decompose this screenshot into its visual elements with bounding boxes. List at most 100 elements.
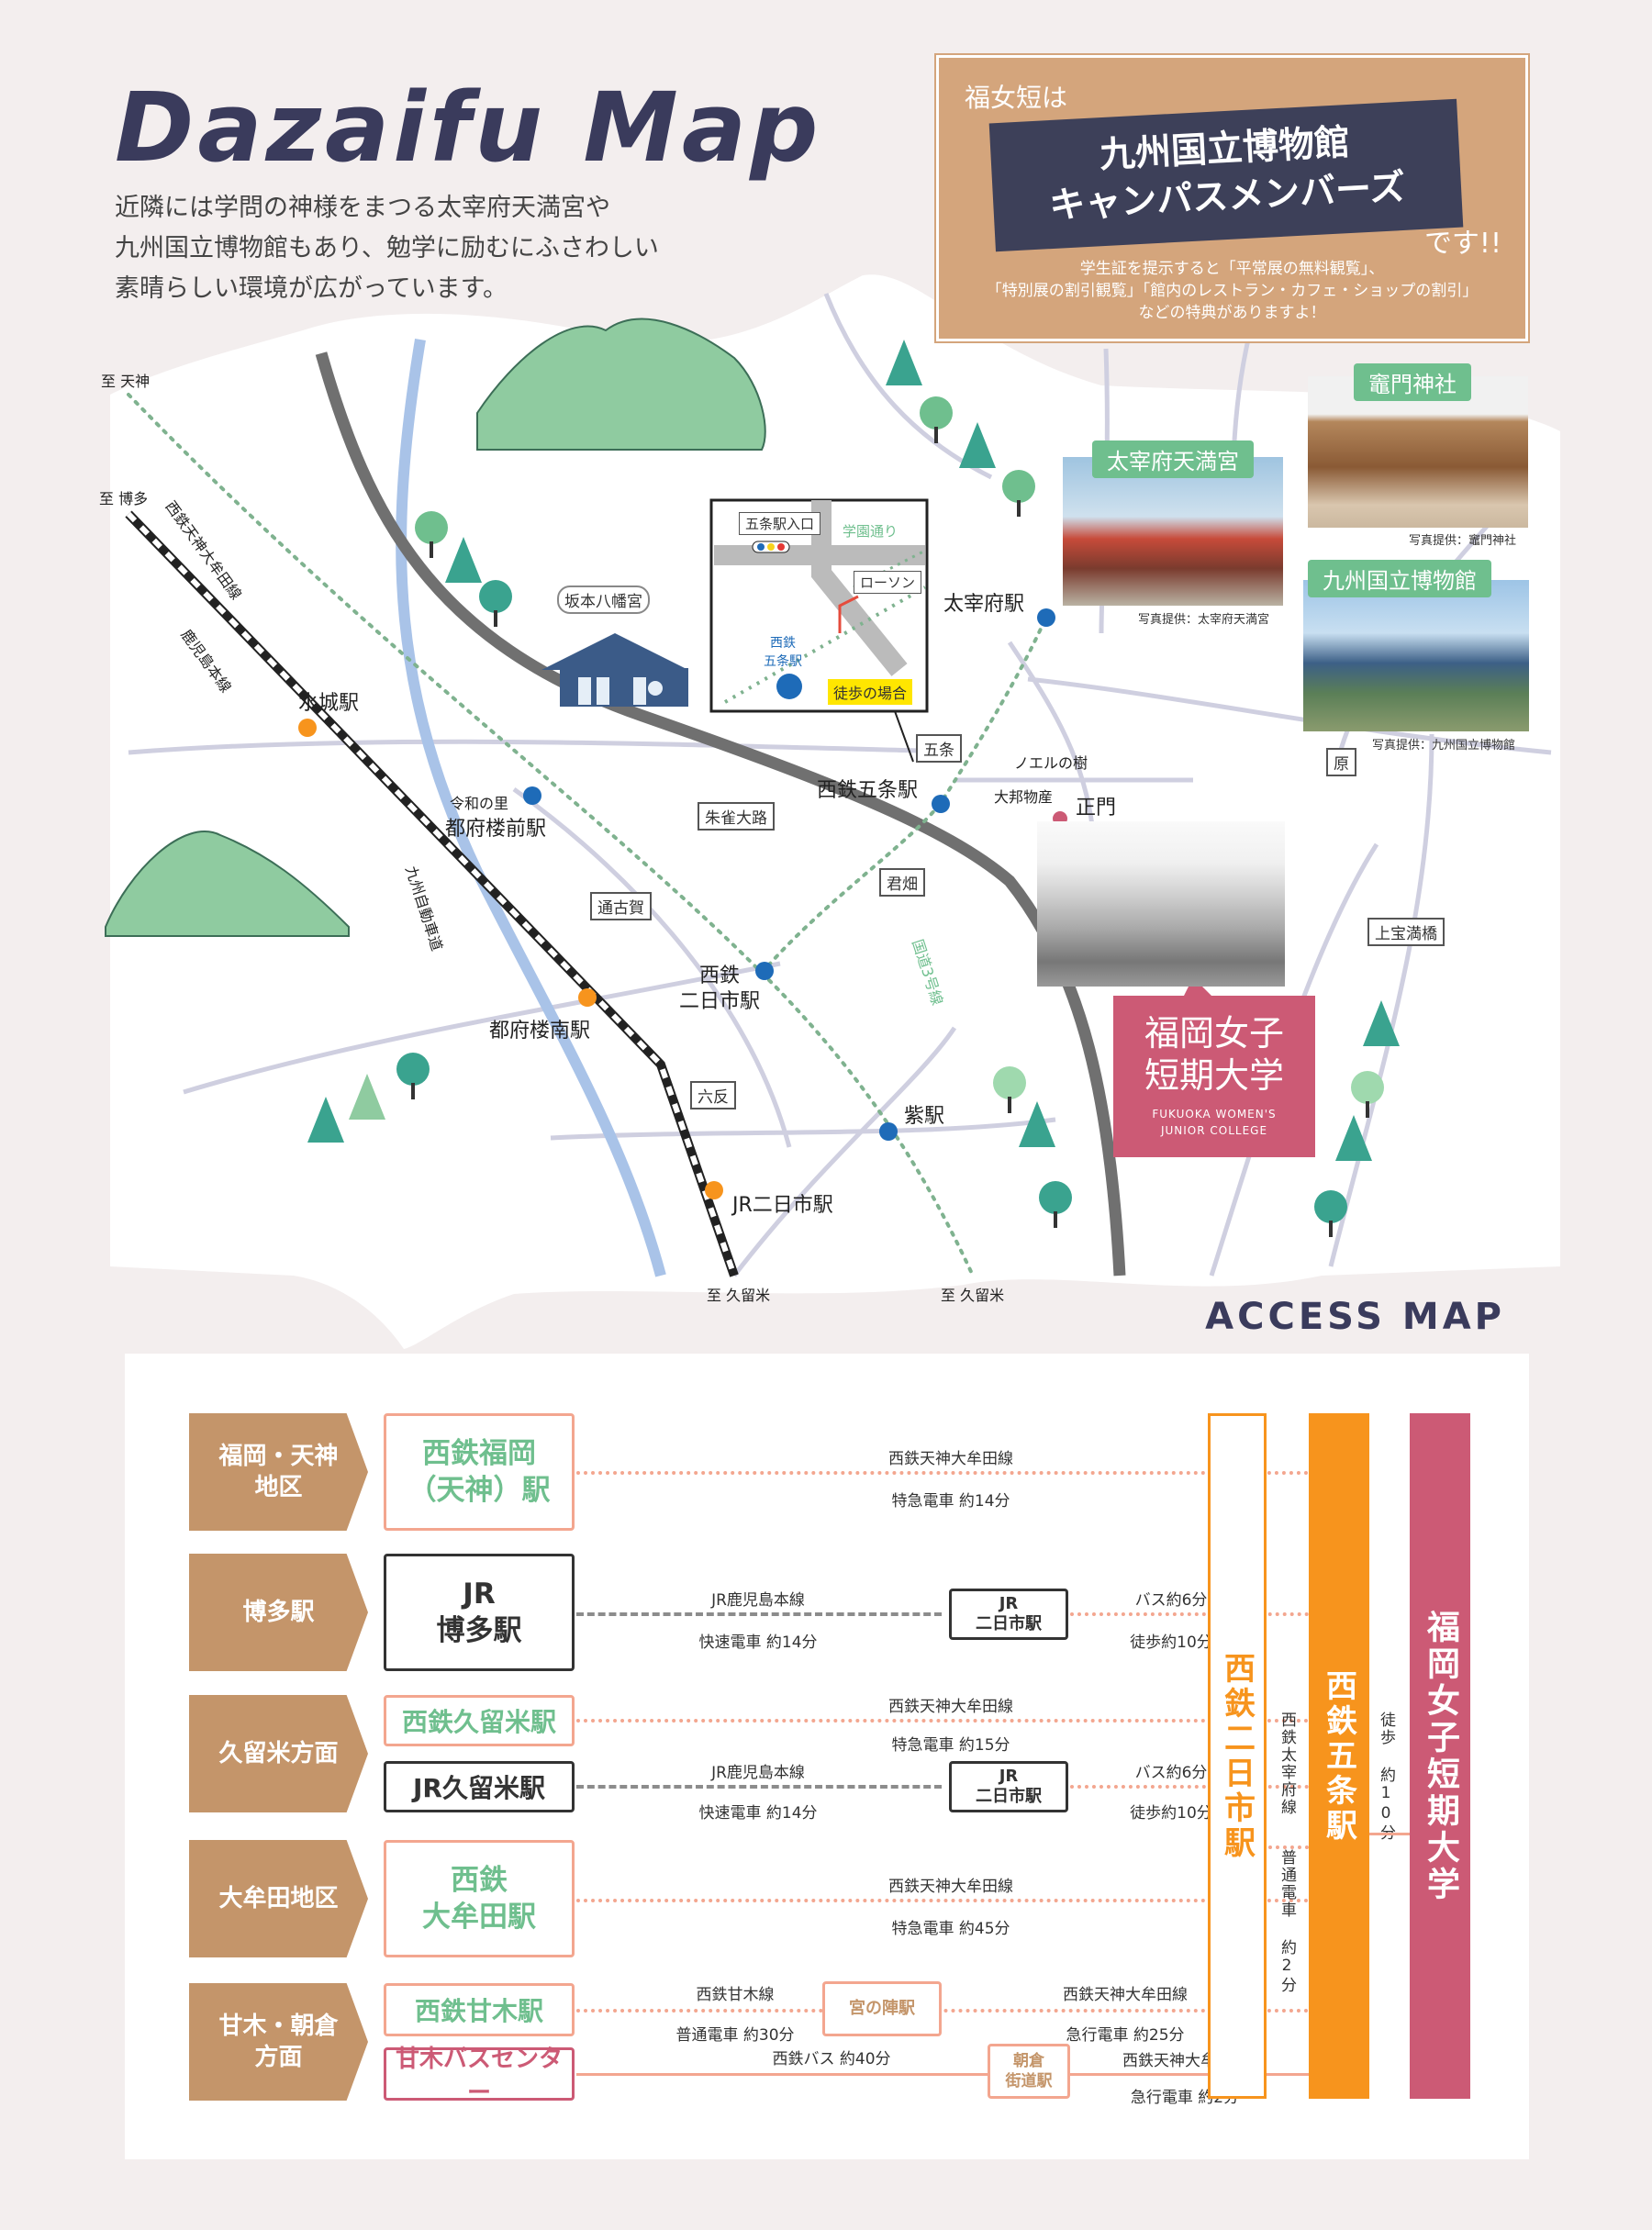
road-suzaku: 朱雀大路	[698, 802, 775, 831]
photo-tenmangu	[1063, 457, 1283, 606]
place-main-gate: 正門	[1076, 797, 1117, 820]
origin-nishitetsu-kurume: 西鉄久留米駅	[384, 1695, 575, 1746]
station-nishitetsu-futsukaichi: 西鉄 二日市駅	[679, 964, 761, 1013]
route-line-name: JR鹿児島本線	[711, 1764, 805, 1782]
direction-tenjin: 至 天神	[101, 373, 151, 390]
region-hakata: 博多駅	[189, 1554, 368, 1671]
station-mizuki: 水城駅	[298, 692, 360, 715]
photo-label-museum: 九州国立博物館	[1308, 560, 1491, 597]
route-line-name: JR鹿児島本線	[711, 1591, 805, 1610]
route-line-name: 西鉄天神大牟田線	[888, 1698, 1013, 1716]
route-time: 快速電車 約14分	[698, 1633, 818, 1652]
dest-gojo-label: 西鉄五条駅	[1320, 1668, 1357, 1844]
campus-title-band: 九州国立博物館 キャンパスメンバーズ	[988, 98, 1464, 252]
station-tofuro-minami: 都府楼南駅	[489, 1020, 591, 1043]
road-kamihoman: 上宝満橋	[1367, 918, 1445, 946]
route-line-name: 西鉄天神大牟田線	[888, 1878, 1013, 1896]
station-tofuro-mae: 都府楼前駅	[445, 818, 547, 841]
dest-nishitetsu-gojo: 西鉄五条駅	[1309, 1413, 1369, 2099]
route-line-name: 西鉄天神大牟田線	[1063, 1986, 1188, 2004]
origin-jr-hakata: JR 博多駅	[384, 1554, 575, 1671]
route-bus-time: バス約6分	[1134, 1591, 1208, 1610]
transfer-time: 普通電車 約2分	[1278, 1849, 1296, 1994]
dest-college: 福岡女子短期大学	[1410, 1413, 1470, 2099]
inset-entrance: 五条駅入口	[739, 512, 821, 535]
campus-suffix: です!!	[1423, 228, 1501, 260]
college-name-en: FUKUOKA WOMEN'S JUNIOR COLLEGE	[1113, 1106, 1315, 1139]
route-time: 急行電車 約25分	[1066, 2026, 1185, 2045]
campus-note-line: 学生証を提示すると「平常展の無料観覧」、	[1079, 260, 1385, 278]
campus-prefix: 福女短は	[965, 83, 1068, 113]
origin-jr-kurume: JR久留米駅	[384, 1761, 575, 1812]
region-amagi-asakura: 甘木・朝倉 方面	[189, 1983, 368, 2101]
photo-college-building	[1037, 821, 1285, 987]
place-noel: ノエルの樹	[1014, 754, 1088, 772]
college-name-line: 福岡女子	[1144, 1013, 1284, 1054]
walk-time: 徒歩 約10分	[1377, 1712, 1395, 1842]
access-panel: 福岡・天神 地区 西鉄福岡 （天神）駅 西鉄天神大牟田線 特急電車 約14分 博…	[125, 1354, 1529, 2159]
campus-note-line: などの特典がありますよ！	[1138, 304, 1326, 322]
station-murasaki: 紫駅	[904, 1105, 945, 1128]
college-name-line: 短期大学	[1144, 1055, 1284, 1096]
page-title: Dazaifu Map	[115, 72, 822, 184]
region-fukuoka-tenjin: 福岡・天神 地区	[189, 1413, 368, 1531]
route-line-name: 西鉄甘木線	[696, 1986, 775, 2004]
route-line	[576, 1719, 1331, 1723]
route-line	[576, 1612, 942, 1616]
station-dot-jr-futsukaichi	[705, 1181, 723, 1199]
route-line-name: 西鉄バス 約40分	[772, 2050, 891, 2068]
station-dot-mizuki	[298, 719, 317, 737]
transfer-asakura-kaido: 朝倉 街道駅	[988, 2044, 1070, 2099]
route-time: 特急電車 約45分	[891, 1920, 1010, 1938]
photo-kamado	[1308, 376, 1528, 528]
station-jr-futsukaichi: JR二日市駅	[732, 1194, 833, 1217]
route-time: 特急電車 約14分	[891, 1492, 1010, 1511]
direction-hakata: 至 博多	[99, 490, 149, 507]
direction-kurume: 至 久留米	[941, 1287, 1005, 1304]
road-tsukoga: 通古賀	[590, 892, 652, 920]
road-hara: 原	[1326, 748, 1356, 776]
place-sakamoto: 坂本八幡宮	[557, 585, 650, 614]
origin-nishitetsu-amagi: 西鉄甘木駅	[384, 1983, 575, 2036]
region-kurume: 久留米方面	[189, 1695, 368, 1812]
route-line	[1070, 1612, 1331, 1616]
route-time: 普通電車 約30分	[675, 2026, 795, 2045]
route-line	[1070, 1785, 1331, 1789]
station-dot-tofuro-mae	[523, 786, 541, 805]
station-dot-gojo	[932, 795, 950, 813]
sakamoto-shrine-icon	[541, 633, 688, 707]
dest-futsukaichi-label: 西鉄二日市駅	[1218, 1651, 1256, 1861]
route-line	[576, 2073, 1331, 2076]
route-line	[1369, 1833, 1410, 1835]
station-note-reiwa: 令和の里	[450, 795, 509, 812]
photo-credit-tenmangu: 写真提供：太宰府天満宮	[1138, 613, 1270, 627]
route-line	[1268, 1845, 1309, 1849]
college-name-en-line: FUKUOKA WOMEN'S	[1152, 1108, 1277, 1121]
inset-walk: 徒歩の場合	[828, 679, 913, 705]
route-line	[576, 2009, 1331, 2013]
inset-lawson: ローソン	[854, 571, 922, 594]
station-dot-murasaki	[879, 1122, 898, 1141]
route-line-name: 西鉄天神大牟田線	[888, 1450, 1013, 1468]
campus-note: 学生証を提示すると「平常展の無料観覧」、 「特別展の割引観覧」「館内のレストラン…	[939, 258, 1525, 324]
dest-college-label: 福岡女子短期大学	[1422, 1609, 1459, 1903]
campus-members-box: 福女短は 九州国立博物館 キャンパスメンバーズ です!! 学生証を提示すると「平…	[934, 53, 1530, 343]
station-dot-dazaifu	[1037, 608, 1055, 627]
transfer-line-name: 西鉄太宰府線	[1278, 1712, 1296, 1816]
photo-credit-museum: 写真提供：九州国立博物館	[1372, 739, 1516, 753]
college-card: 福岡女子 短期大学 FUKUOKA WOMEN'S JUNIOR COLLEGE	[1113, 996, 1315, 1157]
origin-nishitetsu-fukuoka: 西鉄福岡 （天神）駅	[384, 1413, 575, 1531]
transfer-jr-futsukaichi: JR 二日市駅	[949, 1761, 1068, 1812]
route-time: 特急電車 約15分	[891, 1736, 1010, 1755]
intro-line: 近隣には学問の神様をまつる太宰府天満宮や	[115, 194, 610, 222]
college-name: 福岡女子 短期大学	[1113, 1012, 1315, 1097]
route-line	[576, 1471, 1331, 1475]
college-name-en-line: JUNIOR COLLEGE	[1160, 1124, 1268, 1137]
transfer-jr-futsukaichi: JR 二日市駅	[949, 1589, 1068, 1640]
photo-label-tenmangu: 太宰府天満宮	[1092, 440, 1254, 478]
route-line	[576, 1785, 942, 1789]
road-gojo: 五条	[916, 734, 962, 763]
route-walk-time: 徒歩約10分	[1130, 1633, 1212, 1652]
route-walk-time: 徒歩約10分	[1130, 1804, 1212, 1823]
station-dot-tofuro-minami	[578, 988, 597, 1007]
